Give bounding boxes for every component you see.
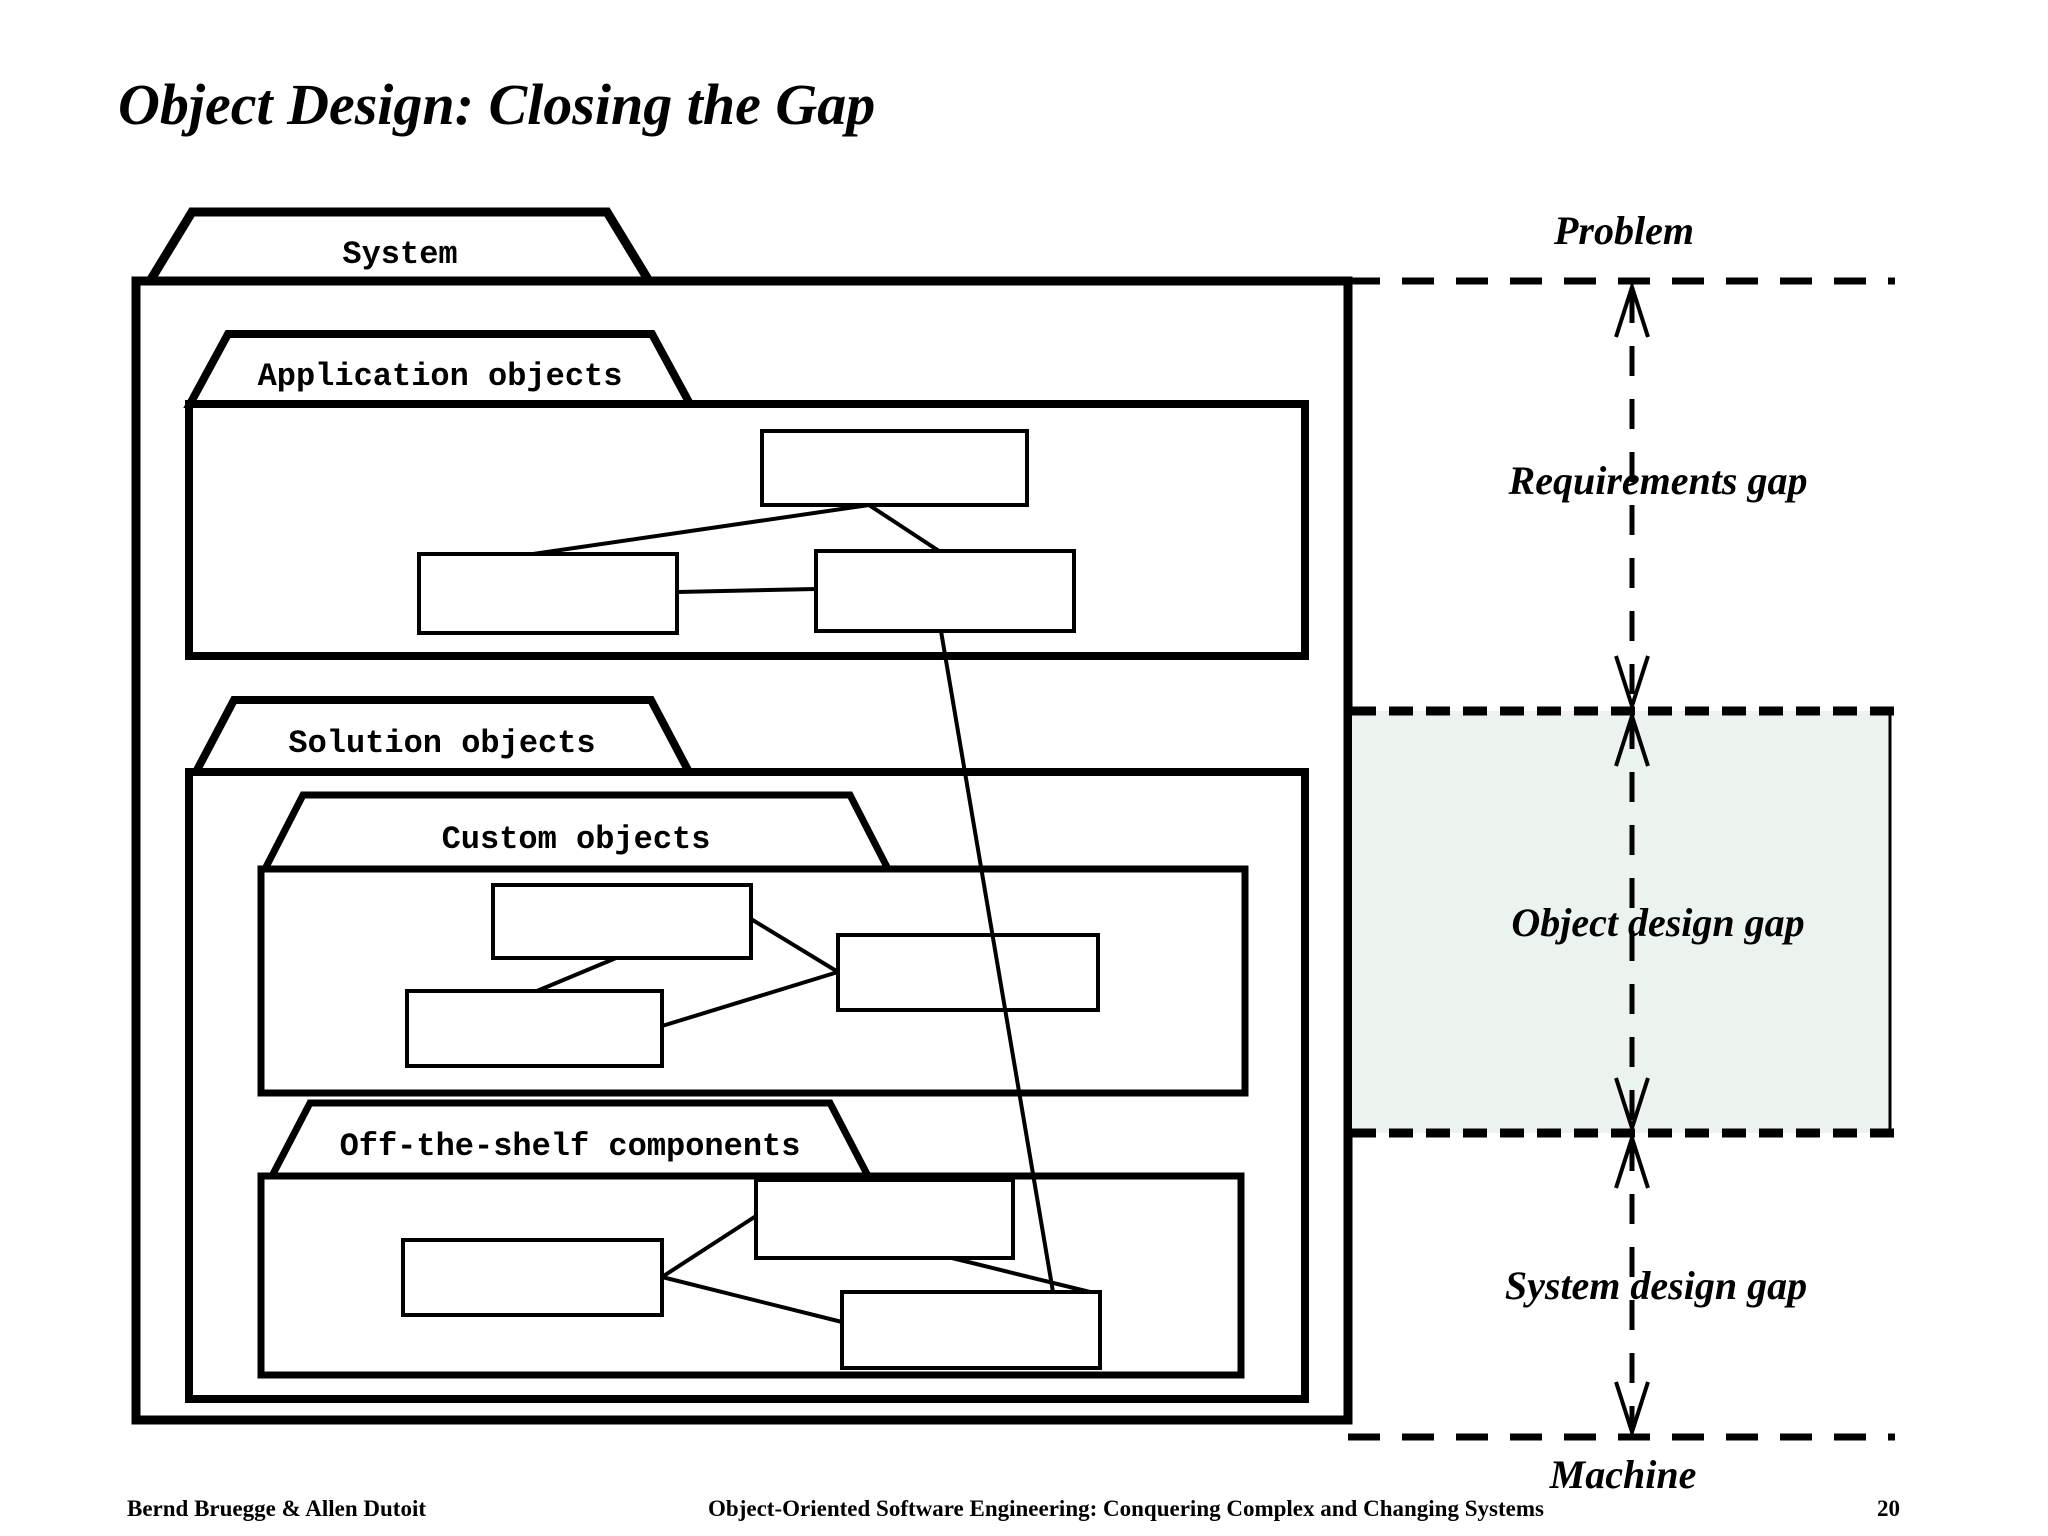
- ots-association-line-1: [660, 1214, 758, 1279]
- footer-page-number: 20: [1877, 1496, 1900, 1521]
- footer-authors: Bernd Bruegge & Allen Dutoit: [127, 1496, 426, 1521]
- ots-association-line-3: [951, 1256, 1091, 1294]
- arrow-head-up: [1614, 709, 1650, 767]
- custom-class-box-left: [405, 989, 664, 1068]
- custom-association-line-3: [661, 970, 839, 1028]
- arrow-head-up: [1614, 1131, 1650, 1189]
- ots-class-box-bottom-right: [840, 1290, 1102, 1370]
- custom-class-box-top: [491, 883, 753, 960]
- object-design-gap-region: [1352, 711, 1890, 1133]
- arrow-head-down: [1614, 655, 1650, 713]
- app-class-box-top: [760, 429, 1029, 507]
- machine-label: Machine: [1549, 1452, 1697, 1497]
- package-off-the-shelf: Off-the-shelf components: [257, 1099, 1245, 1379]
- package-application-body: [185, 400, 1309, 660]
- package-off-the-shelf-label: Off-the-shelf components: [340, 1128, 801, 1165]
- package-application-label: Application objects: [258, 358, 623, 395]
- custom-class-box-right: [836, 933, 1100, 1012]
- footer-book-title: Object-Oriented Software Engineering: Co…: [708, 1496, 1544, 1521]
- system-design-gap-arrow: [1614, 1131, 1650, 1439]
- package-application-objects: Application objects: [183, 330, 1309, 660]
- package-solution-label: Solution objects: [288, 725, 595, 762]
- app-class-box-right: [814, 549, 1076, 633]
- app-association-line-3: [676, 587, 817, 594]
- custom-association-line-1: [536, 956, 617, 993]
- app-association-line-2: [867, 503, 941, 553]
- problem-label: Problem: [1553, 208, 1694, 253]
- object-design-gap-arrow: [1614, 709, 1650, 1135]
- package-system-label: System: [342, 236, 457, 273]
- ots-class-box-left: [401, 1238, 664, 1317]
- object-design-gap-label: Object design gap: [1511, 900, 1804, 945]
- app-to-off-the-shelf-trace-line: [939, 630, 1055, 1293]
- requirements-gap-arrow: [1614, 280, 1650, 713]
- requirements-gap-label: Requirements gap: [1508, 458, 1808, 503]
- app-class-box-left: [417, 552, 679, 635]
- system-design-gap-label: System design gap: [1505, 1263, 1807, 1308]
- ots-class-box-top-right: [754, 1178, 1015, 1260]
- page-title: Object Design: Closing the Gap: [118, 72, 875, 137]
- arrow-head-up: [1614, 280, 1650, 338]
- arrow-head-down: [1614, 1077, 1650, 1135]
- ots-association-line-2: [661, 1275, 843, 1324]
- package-custom-label: Custom objects: [442, 821, 711, 858]
- custom-association-line-2: [749, 917, 840, 974]
- arrow-head-down: [1614, 1381, 1650, 1439]
- app-association-line-1: [532, 503, 870, 556]
- package-custom-objects: Custom objects: [257, 791, 1249, 1097]
